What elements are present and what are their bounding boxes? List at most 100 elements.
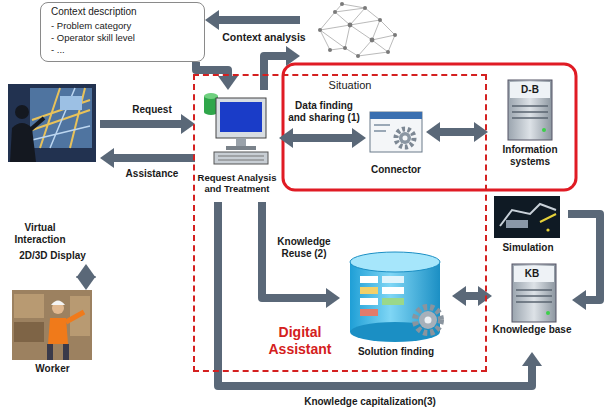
node-label: Simulation [488, 242, 568, 254]
edge-label: Data finding and sharing (1) [287, 100, 361, 124]
knowledge-cylinder [415, 307, 441, 333]
arrow-connector [218, 202, 542, 386]
database-server [512, 106, 548, 118]
arrow-shaft [113, 154, 195, 162]
computer-icon [204, 93, 268, 164]
arrow-connector [196, 62, 238, 90]
computer-icon [220, 102, 262, 132]
node-label: Request Analysis and Treatment [195, 172, 279, 195]
network-graph [320, 30, 330, 50]
display-photo [60, 96, 82, 110]
arrow-head [452, 286, 466, 306]
arrow-shaft [439, 128, 475, 136]
worker-photo [66, 312, 84, 322]
display-photo [8, 84, 96, 162]
arrow-head [522, 352, 542, 366]
network-graph [372, 40, 388, 52]
connector-icon [403, 136, 408, 141]
arrow-connector [100, 114, 195, 134]
worker-photo [50, 344, 66, 360]
network-graph [388, 35, 395, 52]
knowledge-cylinder [425, 317, 432, 324]
computer-icon [236, 138, 246, 146]
note-item: - Operator skill level [51, 32, 201, 43]
network-graph [350, 8, 365, 25]
simulation-image [546, 228, 549, 231]
worker-photo [14, 322, 44, 342]
network-dots [340, 2, 344, 6]
network-graph [358, 52, 388, 56]
connector-icon [374, 130, 386, 132]
knowledge-base-node: KBKnowledge base [492, 262, 572, 352]
network-graph [365, 8, 380, 20]
computer-icon [214, 152, 268, 164]
arrow-head [279, 128, 293, 148]
network-dots [378, 18, 382, 22]
connector-icon [374, 124, 390, 126]
arrow-head [218, 76, 238, 90]
solution-finding-node: Solution finding [340, 250, 452, 362]
worker-photo [14, 294, 44, 318]
knowledge-cylinder [360, 298, 378, 305]
network-dots [318, 28, 322, 32]
network-graph [380, 20, 395, 35]
network-graph [320, 12, 335, 30]
arrow-connector [279, 128, 366, 148]
network-graph [372, 35, 395, 40]
network-dots [393, 33, 397, 37]
computer-icon [226, 146, 256, 150]
connector-icon [370, 112, 422, 119]
arrow-shaft [292, 134, 353, 142]
arrow-shaft [218, 202, 532, 386]
simulation-image [494, 196, 560, 238]
edge-label: Context analysis [218, 31, 310, 44]
knowledge-cylinder [382, 287, 404, 294]
arrow-head [478, 286, 492, 306]
display-photo [30, 118, 44, 130]
arrow-connector [568, 214, 600, 310]
context-note: Context description- Problem category- O… [40, 2, 205, 62]
arrow-head [286, 46, 300, 66]
arrow-head [205, 10, 219, 30]
edge-label: Knowledge Reuse (2) [270, 236, 338, 260]
network-dots [386, 50, 390, 54]
connector-icon [399, 132, 411, 144]
network-dots [370, 38, 375, 43]
arrow-head [572, 290, 586, 310]
knowledge-cylinder [360, 287, 378, 294]
network-graph [342, 4, 365, 8]
network-graph [320, 25, 350, 30]
worker-node: Worker [5, 290, 100, 378]
arrow-connector [205, 10, 300, 30]
network-graph [358, 40, 372, 56]
node-label: Information systems [488, 144, 572, 168]
network-dots [363, 6, 367, 10]
computer-icon [218, 156, 264, 160]
network-dots [333, 10, 337, 14]
display-photo [8, 84, 96, 162]
simulation-image [494, 196, 560, 238]
arrow-shaft [218, 16, 300, 24]
network-graph [372, 20, 380, 40]
display-photo [15, 105, 29, 119]
simulation-image [506, 220, 528, 228]
arrow-connector [262, 202, 340, 308]
node-label: 2D/3D Display [5, 250, 100, 262]
network-graph [335, 12, 350, 25]
edge-label: Knowledge capitalization(3) [280, 396, 460, 408]
arrow-connector [76, 264, 96, 290]
computer-icon [216, 98, 266, 138]
arrow-head [326, 288, 340, 308]
boundary-title: Digital Assistant [255, 324, 345, 358]
arrow-head [426, 122, 440, 142]
worker-photo [48, 318, 68, 344]
network-graph [345, 48, 358, 56]
network-graph [350, 20, 380, 25]
simulation-image [540, 214, 556, 222]
node-label: Worker [5, 363, 100, 375]
connector-icon [370, 112, 422, 152]
note-heading: Context description [51, 6, 201, 18]
arrow-head [76, 264, 96, 278]
network-dots [356, 54, 360, 58]
